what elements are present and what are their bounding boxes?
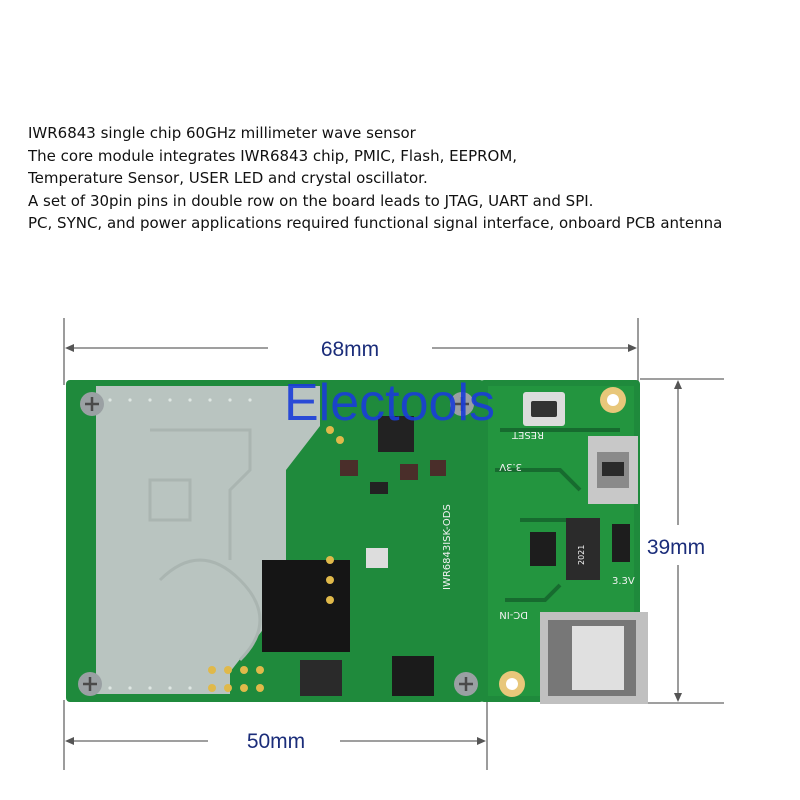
description-line-4: A set of 30pin pins in double row on the… [28, 191, 594, 210]
carrier-board: RESET 3.3V 2021 3.3V DC-IN [480, 380, 648, 704]
silk-dc-in: DC-IN [499, 609, 528, 620]
inductor [566, 518, 600, 580]
dimension-arrows [65, 344, 682, 745]
crystal [366, 548, 388, 568]
description-line-1: IWR6843 single chip 60GHz millimeter wav… [28, 124, 416, 142]
silk-reset: RESET [511, 429, 544, 440]
silk-3v3-left: 3.3V [499, 461, 522, 472]
dim-label-68mm: 68mm [321, 338, 379, 361]
radar-module: IWR6843ISK-ODS [66, 380, 484, 702]
eeprom-chip [300, 660, 342, 696]
diode [530, 532, 556, 566]
pmic-chip [378, 416, 414, 452]
watermark: Electools [284, 374, 495, 432]
silk-model: IWR6843ISK-ODS [442, 504, 453, 590]
header-pins [208, 426, 344, 692]
flash-chip [392, 656, 434, 696]
jumper [612, 524, 630, 562]
dim-label-39mm: 39mm [647, 536, 705, 559]
description-line-3: Temperature Sensor, USER LED and crystal… [28, 169, 428, 187]
iwr6843-chip [262, 560, 350, 652]
description-line-2: The core module integrates IWR6843 chip,… [28, 146, 518, 165]
description-text: IWR6843 single chip 60GHz millimeter wav… [28, 122, 800, 235]
silk-ic: 2021 [577, 545, 586, 565]
dimension-guides [63, 318, 724, 770]
description-line-5: PC, SYNC, and power applications require… [28, 214, 723, 232]
dim-label-50mm: 50mm [247, 730, 305, 753]
silk-3v3-right: 3.3V [612, 576, 635, 587]
